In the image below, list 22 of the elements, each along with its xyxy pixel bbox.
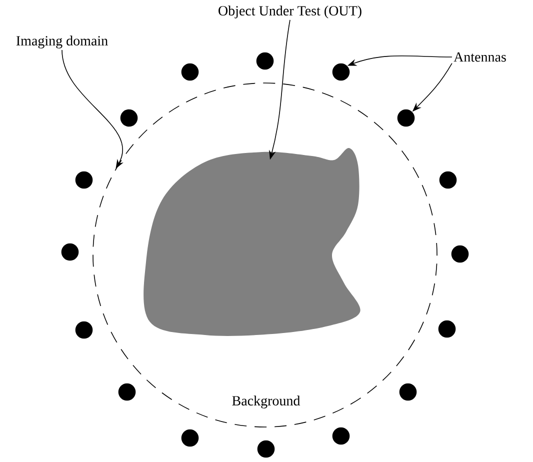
antenna-dot [451,245,469,263]
antenna-dot [397,109,415,127]
antenna-dot [257,440,275,458]
antenna-dot [75,171,93,189]
antenna-dot [75,321,93,339]
callout-text: Imaging domain [16,36,108,48]
antenna-dot [181,63,199,81]
antenna-dot [438,320,456,338]
antenna-dot [61,243,79,261]
antenna-dot [332,427,350,445]
antenna-dot [332,63,350,81]
callout-text: Object Under Test (OUT) [218,6,362,18]
region-label: Background [232,396,300,408]
antenna-dot [181,429,199,447]
antenna-dot [399,383,417,401]
object-shape [144,148,360,336]
antenna-dot [439,171,457,189]
dashed-circle [92,82,438,428]
antenna-dot [120,109,138,127]
antenna-dot [118,383,136,401]
antenna-dot [256,52,274,70]
callout-text: Antennas [454,52,506,62]
